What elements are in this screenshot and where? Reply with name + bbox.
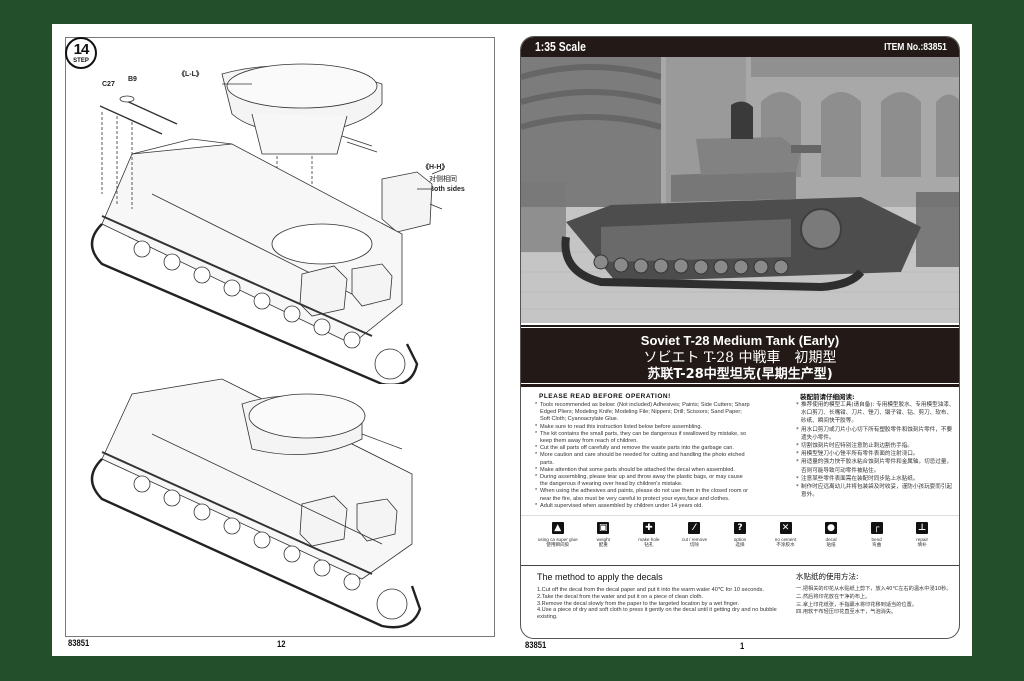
super-glue-icon: ▲ (551, 522, 564, 534)
symbol-repair: ⊥ repair 填补 (900, 522, 944, 563)
symbol-label-en: weight (596, 537, 610, 542)
safety-notes-chinese: 装配前请仔细阅读: 推荐使用的模型工具(请自备): 专用模型胶水、专用模型油漆、… (796, 393, 956, 499)
weight-icon: ▣ (597, 522, 610, 534)
footer-page-number: 12 (277, 639, 286, 649)
callout-part-b9: B9 (128, 76, 137, 83)
note-cn-item: 用水口剪刀或刀片小心切下所有塑胶零件和蚀刻片零件，不要遗失小零件。 (796, 426, 956, 442)
decal-instructions-chinese: 水贴纸的使用方法: 一.把相关的印花从水贴纸上剪下，放入40℃左右的温水中浸10… (796, 572, 956, 617)
safety-notes-heading-cn: 装配前请仔细阅读: (800, 393, 855, 401)
note-cn-item: 用模型锉刀小心锉平所有零件表面的注射浇口。 (796, 450, 956, 458)
callout-view-ll: 《L-L》 (178, 71, 203, 78)
symbol-no-cement: ✕ no cement 不涂胶水 (764, 522, 808, 563)
symbol-decal: ● decal 贴纸 (809, 522, 853, 563)
box-art-photo (521, 57, 959, 323)
decal-step-cn: 三.拿上印花纸张，手指蘸水将印花移到适当的位置。 (796, 601, 917, 608)
footer-item-number: 83851 (68, 638, 90, 648)
callout-both-sides-en: Both sides (429, 186, 465, 193)
note-cn-item: 制作时应远离幼儿并将包装袋及时收妥，谨防小孩玩耍而引起意外。 (796, 483, 956, 499)
tank-exploded-drawing-upper (90, 63, 445, 384)
option-icon: ? (733, 522, 746, 534)
decal-step-en: 4.Use a piece of dry and soft cloth to p… (537, 607, 777, 621)
instruction-page-right: 1:35 Scale ITEM No.:83851 (507, 24, 972, 656)
step-label: STEP (73, 58, 89, 64)
symbol-super-glue: ▲ using ca super glue 使用瞬间胶 (536, 522, 580, 563)
safety-notes-section: PLEASE READ BEFORE OPERATION! Tools reco… (521, 389, 959, 515)
decal-step-cn: 四.用软干布轻压印花直至水干，气泡消失。 (796, 609, 897, 616)
symbol-label-en: using ca super glue (537, 537, 578, 542)
decal-step-en: 1.Cut off the decal from the decal paper… (537, 587, 764, 593)
symbol-label-en: repair (916, 537, 929, 542)
footer-page-number: 1 (740, 641, 745, 651)
step-number: 14 (73, 41, 90, 58)
repair-icon: ⊥ (916, 522, 929, 534)
instruction-page-left: 14 STEP C27 B9 《L-L》 《H-H》 对侧相同 Both sid… (52, 24, 507, 656)
symbol-label-cn: 填补 (917, 543, 927, 548)
note-cn-item: 注意某些零件表面需在装配时同步贴上水贴纸。 (796, 475, 956, 483)
note-en-item: Adult supervised when assembled by child… (535, 503, 750, 510)
decal-step-cn: 二.然后将印花放在干净的布上。 (796, 593, 871, 600)
item-number-label: ITEM No.:83851 (884, 42, 947, 53)
product-title-banner: Soviet T-28 Medium Tank (Early) ソビエト T-2… (521, 323, 959, 387)
symbol-label-en: option (733, 537, 747, 542)
make-hole-icon: ✚ (642, 522, 655, 534)
scale-label: 1:35 Scale (535, 39, 586, 54)
note-cn-item: 用适量的强力快干胶水粘合蚀刻片零件和金属轴，切忌过量，否则可能导致可动零件被粘住… (796, 458, 956, 474)
callout-view-hh: 《H-H》 (422, 164, 449, 171)
note-en-item: Make attention that some parts should be… (535, 467, 750, 474)
product-title-chinese: 苏联T-28中型坦克(早期生产型) (647, 367, 833, 382)
cover-panel: 1:35 Scale ITEM No.:83851 (520, 36, 960, 639)
symbol-make-hole: ✚ make hole 钻孔 (627, 522, 671, 563)
note-en-item: More caution and care should be needed f… (535, 452, 750, 466)
symbol-label-cn: 使用瞬间胶 (546, 543, 570, 548)
symbol-label-en: cut / remove (681, 537, 708, 542)
decal-instructions-section: The method to apply the decals 1.Cut off… (521, 565, 959, 638)
symbol-legend: ▲ using ca super glue 使用瞬间胶 ▣ weight 配重 … (521, 515, 959, 563)
callout-both-sides-cn: 对侧相同 (429, 175, 457, 183)
step-number-badge: 14 STEP (65, 37, 97, 69)
symbol-weight: ▣ weight 配重 (581, 522, 625, 563)
symbol-label-en: bend (871, 537, 882, 542)
note-en-item: When using the adhesives and paints, ple… (535, 488, 750, 502)
decal-step-cn: 一.把相关的印花从水贴纸上剪下，放入40℃左右的温水中浸10秒。 (796, 586, 952, 592)
symbol-label-en: no cement (774, 537, 797, 542)
note-cn-item: 切割蚀刻片时应特别注意防止刺边割伤手指。 (796, 442, 956, 450)
symbol-label-cn: 配重 (598, 543, 608, 548)
no-cement-icon: ✕ (779, 522, 792, 534)
symbol-bend: ┌ bend 弯曲 (855, 522, 899, 563)
symbol-label-cn: 切除 (689, 543, 699, 548)
symbol-label-en: decal (825, 537, 837, 542)
tank-assembled-drawing-lower (90, 378, 422, 629)
note-en-item: During assembling, please tear up and th… (535, 474, 750, 488)
bend-icon: ┌ (870, 522, 883, 534)
decal-heading-cn: 水贴纸的使用方法: (796, 572, 859, 581)
note-en-item: Tools recommended as below: (Not include… (535, 402, 750, 424)
tank-parade-illustration (521, 57, 959, 323)
safety-notes-english: PLEASE READ BEFORE OPERATION! Tools reco… (535, 393, 750, 510)
note-en-item: Cut the all parts off carefully and remo… (535, 445, 750, 452)
decal-step-en: 3.Remove the decal slowly from the paper… (537, 600, 740, 607)
product-title-japanese: ソビエト T-28 中戦車 初期型 (643, 350, 837, 366)
symbol-cut-remove: ⁄ cut / remove 切除 (672, 522, 716, 563)
step-frame (65, 37, 495, 637)
symbol-label-cn: 钻孔 (644, 543, 654, 548)
product-title-english: Soviet T-28 Medium Tank (Early) (640, 333, 840, 348)
callout-part-c27: C27 (102, 81, 115, 88)
decal-instructions-english: The method to apply the decals 1.Cut off… (537, 572, 777, 621)
symbol-label-cn: 弯曲 (871, 543, 882, 548)
symbol-label-cn: 不涂胶水 (776, 543, 795, 548)
decal-icon: ● (825, 522, 838, 534)
cut-remove-icon: ⁄ (688, 522, 701, 534)
decal-heading-en: The method to apply the decals (537, 572, 663, 582)
symbol-label-cn: 选择 (735, 543, 745, 548)
note-cn-item: 推荐使用的模型工具(请自备): 专用模型胶水、专用模型油漆、水口剪刀、长嘴钳、刀… (796, 401, 956, 426)
safety-notes-heading-en: PLEASE READ BEFORE OPERATION! (539, 393, 671, 400)
note-en-item: Make sure to read this instruction liste… (535, 424, 750, 431)
symbol-label-en: make hole (638, 537, 660, 542)
footer-item-number: 83851 (525, 640, 547, 650)
scale-header-bar: 1:35 Scale ITEM No.:83851 (521, 37, 959, 57)
symbol-option: ? option 选择 (718, 522, 762, 563)
symbol-label-cn: 贴纸 (826, 543, 836, 548)
note-en-item: The kit contains the small parts, they c… (535, 431, 750, 445)
decal-step-en: 2.Take the decal from the water and put … (537, 593, 704, 600)
